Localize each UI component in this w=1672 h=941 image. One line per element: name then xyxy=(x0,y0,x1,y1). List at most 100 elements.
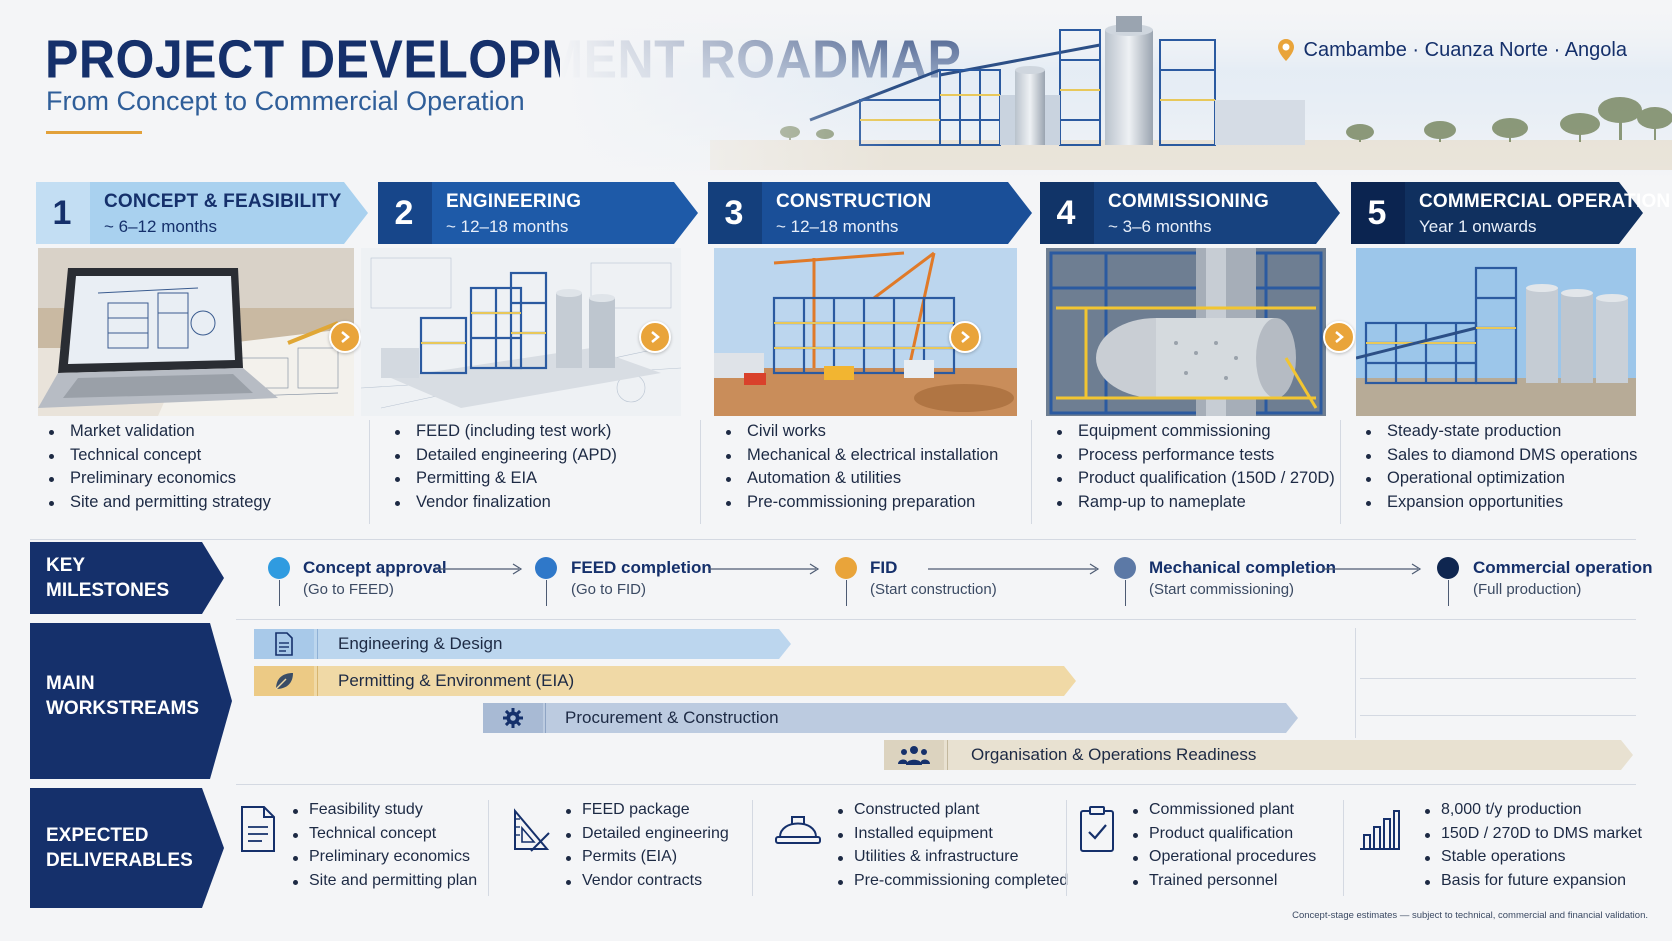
phase-5-bullets: Steady-state production Sales to diamond… xyxy=(1355,422,1637,516)
milestone-subtitle: (Full production) xyxy=(1473,581,1582,598)
list-item: Automation & utilities xyxy=(715,469,998,493)
label-line: MILESTONES xyxy=(46,580,170,601)
document-icon xyxy=(241,806,275,852)
workstream-label: Procurement & Construction xyxy=(565,708,779,727)
list-item: Commissioned plant xyxy=(1131,801,1316,825)
grid-line xyxy=(1360,678,1636,679)
phase-4-title: COMMISSIONING xyxy=(1108,191,1269,212)
phase-5-number: 5 xyxy=(1367,193,1387,232)
phase-3-title: CONSTRUCTION xyxy=(776,191,932,212)
phase-1-title: CONCEPT & FEASIBILITY xyxy=(104,191,342,212)
milestone-tick xyxy=(1125,580,1126,606)
column-divider xyxy=(369,420,370,524)
list-item: Installed equipment xyxy=(836,825,1068,849)
list-item: Market validation xyxy=(38,422,271,446)
milestone-tick xyxy=(279,580,280,606)
list-item: Basis for future expansion xyxy=(1423,872,1642,896)
list-item: Utilities & infrastructure xyxy=(836,848,1068,872)
deliverables-group-2: FEED package Detailed engineering Permit… xyxy=(564,801,729,895)
list-item: Site and permitting plan xyxy=(291,872,477,896)
list-item: Preliminary economics xyxy=(38,469,271,493)
phase-3-duration: ~ 12–18 months xyxy=(776,217,899,236)
list-item: Product qualification xyxy=(1131,825,1316,849)
phase-2-bullets: FEED (including test work) Detailed engi… xyxy=(384,422,617,516)
list-item: Trained personnel xyxy=(1131,872,1316,896)
deliverables-group-5: 8,000 t/y production 150D / 270D to DMS … xyxy=(1423,801,1642,895)
workstream-bar-operations-readiness xyxy=(884,740,1633,770)
page-subtitle: From Concept to Commercial Operation xyxy=(46,86,525,116)
list-item: Permitting & EIA xyxy=(384,469,617,493)
list-item: Steady-state production xyxy=(1355,422,1637,446)
milestone-subtitle: (Go to FEED) xyxy=(303,581,394,598)
phase-5-title: COMMERCIAL OPERATION xyxy=(1419,191,1671,212)
column-divider xyxy=(1343,800,1344,896)
workstream-bar-engineering xyxy=(254,629,791,659)
milestone-title: FEED completion xyxy=(571,558,712,577)
list-item: Operational procedures xyxy=(1131,848,1316,872)
list-item: Pre-commissioning preparation xyxy=(715,493,998,517)
milestone-arrow-icon xyxy=(708,563,820,575)
workstream-label: Permitting & Environment (EIA) xyxy=(338,671,575,690)
phase-3-header: 3 CONSTRUCTION ~ 12–18 months xyxy=(708,182,1032,244)
list-item: Vendor contracts xyxy=(564,872,729,896)
title-underline xyxy=(46,131,142,134)
next-phase-chevron-icon-1 xyxy=(329,321,361,353)
column-divider xyxy=(488,800,489,896)
milestone-arrow-icon xyxy=(435,563,523,575)
project-location: Cambambe · Cuanza Norte · Angola xyxy=(1276,38,1628,62)
list-item: Sales to diamond DMS operations xyxy=(1355,446,1637,470)
milestone-subtitle: (Start commissioning) xyxy=(1149,581,1295,598)
milestone-dot-concept-approval xyxy=(268,557,290,579)
phase-1-duration: ~ 6–12 months xyxy=(104,217,217,236)
bar-divider xyxy=(317,666,318,696)
team-icon xyxy=(884,740,944,770)
phase-2-arrow-shape xyxy=(378,182,698,244)
location-text: Cambambe · Cuanza Norte · Angola xyxy=(1303,38,1628,61)
workstream-label: Organisation & Operations Readiness xyxy=(971,745,1257,764)
phase-1-number: 1 xyxy=(52,193,72,232)
column-divider xyxy=(1066,800,1067,896)
phase-2-number: 2 xyxy=(394,193,414,232)
list-item: Expansion opportunities xyxy=(1355,493,1637,517)
phase-2-duration: ~ 12–18 months xyxy=(446,217,569,236)
milestone-title: Commercial operation xyxy=(1473,558,1653,577)
list-item: Permits (EIA) xyxy=(564,848,729,872)
phase-5-header: 5 COMMERCIAL OPERATION Year 1 onwards xyxy=(1351,182,1670,244)
phase-4-header: 4 COMMISSIONING ~ 3–6 months xyxy=(1040,182,1340,244)
section-divider xyxy=(30,539,1636,540)
list-item: Process performance tests xyxy=(1046,446,1335,470)
bar-divider xyxy=(545,703,546,733)
phase-4-duration: ~ 3–6 months xyxy=(1108,217,1212,236)
phase-1-header: 1 CONCEPT & FEASIBILITY ~ 6–12 months xyxy=(36,182,368,244)
list-item: Detailed engineering xyxy=(564,825,729,849)
milestone-subtitle: (Start construction) xyxy=(870,581,997,598)
phase-3-bullets: Civil works Mechanical & electrical inst… xyxy=(715,422,998,516)
list-item: Preliminary economics xyxy=(291,848,477,872)
milestone-dot-mechanical-completion xyxy=(1114,557,1136,579)
milestone-arrow-icon xyxy=(1322,563,1422,575)
deliverables-group-4: Commissioned plant Product qualification… xyxy=(1131,801,1316,895)
list-item: FEED (including test work) xyxy=(384,422,617,446)
checklist-icon xyxy=(1080,806,1114,852)
construction-site-image xyxy=(714,248,1017,416)
list-item: Technical concept xyxy=(38,446,271,470)
list-item: Civil works xyxy=(715,422,998,446)
mill-interior-image xyxy=(1046,248,1326,416)
milestone-dot-commercial-operation xyxy=(1437,557,1459,579)
plant-3d-model-image xyxy=(361,248,681,416)
phase-2-header: 2 ENGINEERING ~ 12–18 months xyxy=(378,182,698,244)
list-item: Detailed engineering (APD) xyxy=(384,446,617,470)
laptop-plant-design-image xyxy=(38,248,354,416)
label-line: DELIVERABLES xyxy=(46,850,193,871)
phase-5-arrow-shape xyxy=(1351,182,1643,244)
milestone-tick xyxy=(546,580,547,606)
expected-deliverables-label: EXPECTED DELIVERABLES xyxy=(30,788,224,908)
workstream-bar-permitting xyxy=(254,666,1076,696)
main-workstreams-label: MAIN WORKSTREAMS xyxy=(30,623,232,779)
phase-5-duration: Year 1 onwards xyxy=(1419,217,1537,236)
operating-plant-image xyxy=(1356,248,1636,416)
bar-divider xyxy=(947,740,948,770)
phase-1-arrow-shape xyxy=(36,182,368,244)
phase-4-arrow-shape xyxy=(1040,182,1340,244)
section-divider xyxy=(236,619,1636,620)
